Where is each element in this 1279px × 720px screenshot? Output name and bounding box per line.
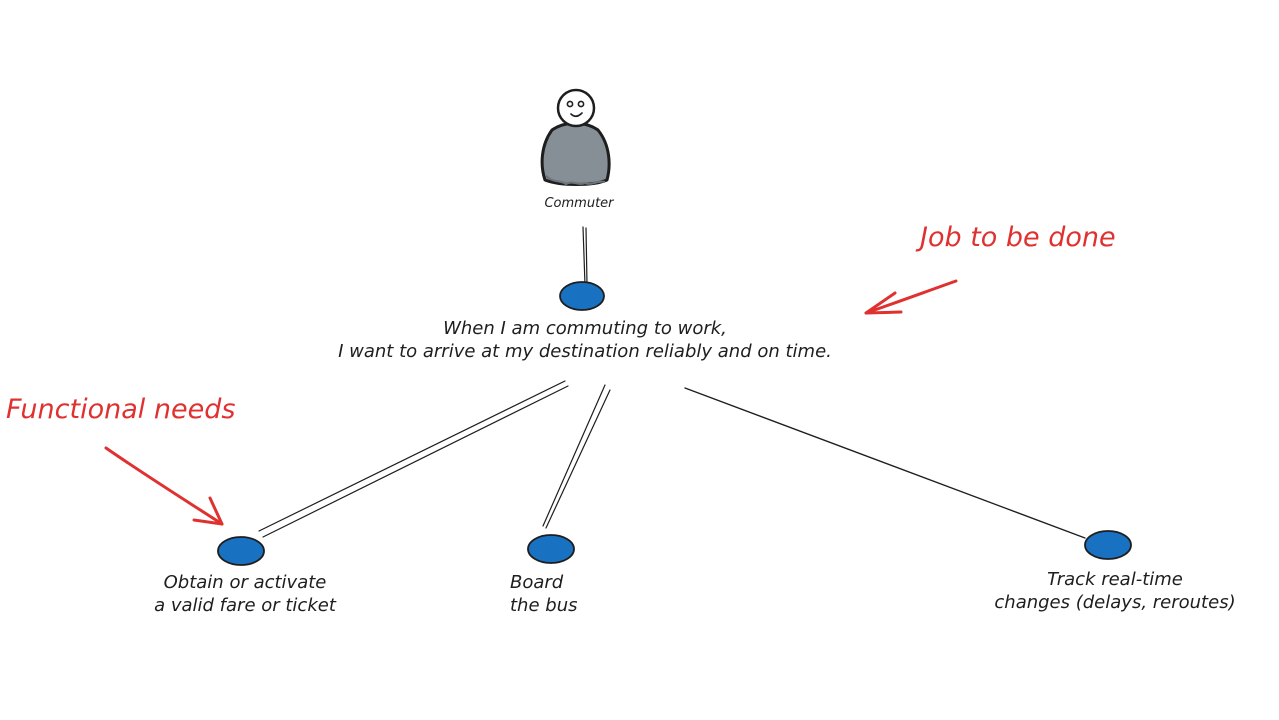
connector-job-need-3 — [684, 387, 1086, 539]
connector-actor-job — [582, 226, 588, 286]
actor-eye-left — [566, 100, 574, 108]
job-statement-line-2: I want to arrive at my destination relia… — [338, 340, 832, 362]
arrow-functional-needs — [104, 446, 224, 526]
actor-body — [540, 121, 611, 186]
need-label-2: Board the bus — [510, 572, 578, 616]
job-statement: When I am commuting to work, I want to a… — [255, 318, 915, 363]
need-node-3 — [1084, 530, 1132, 560]
person-icon — [540, 88, 611, 186]
actor-head — [556, 88, 596, 128]
actor-label: Commuter — [544, 196, 614, 211]
job-statement-line-1: When I am commuting to work, — [443, 318, 727, 339]
need-node-2 — [527, 534, 575, 564]
actor-smile — [570, 112, 583, 118]
connector-job-need-1 — [258, 380, 569, 538]
arrow-job-to-be-done — [864, 279, 958, 315]
actor-eye-right — [577, 100, 585, 108]
job-node — [559, 281, 605, 311]
annotation-job-to-be-done: Job to be done — [920, 222, 1116, 253]
actor-body-shading — [545, 175, 606, 186]
need-node-1 — [217, 536, 265, 566]
annotation-functional-needs: Functional needs — [6, 394, 236, 425]
connector-job-need-2 — [542, 384, 611, 529]
need-label-3: Track real-time changes (delays, reroute… — [994, 569, 1236, 613]
need-label-1: Obtain or activate a valid fare or ticke… — [154, 572, 336, 616]
